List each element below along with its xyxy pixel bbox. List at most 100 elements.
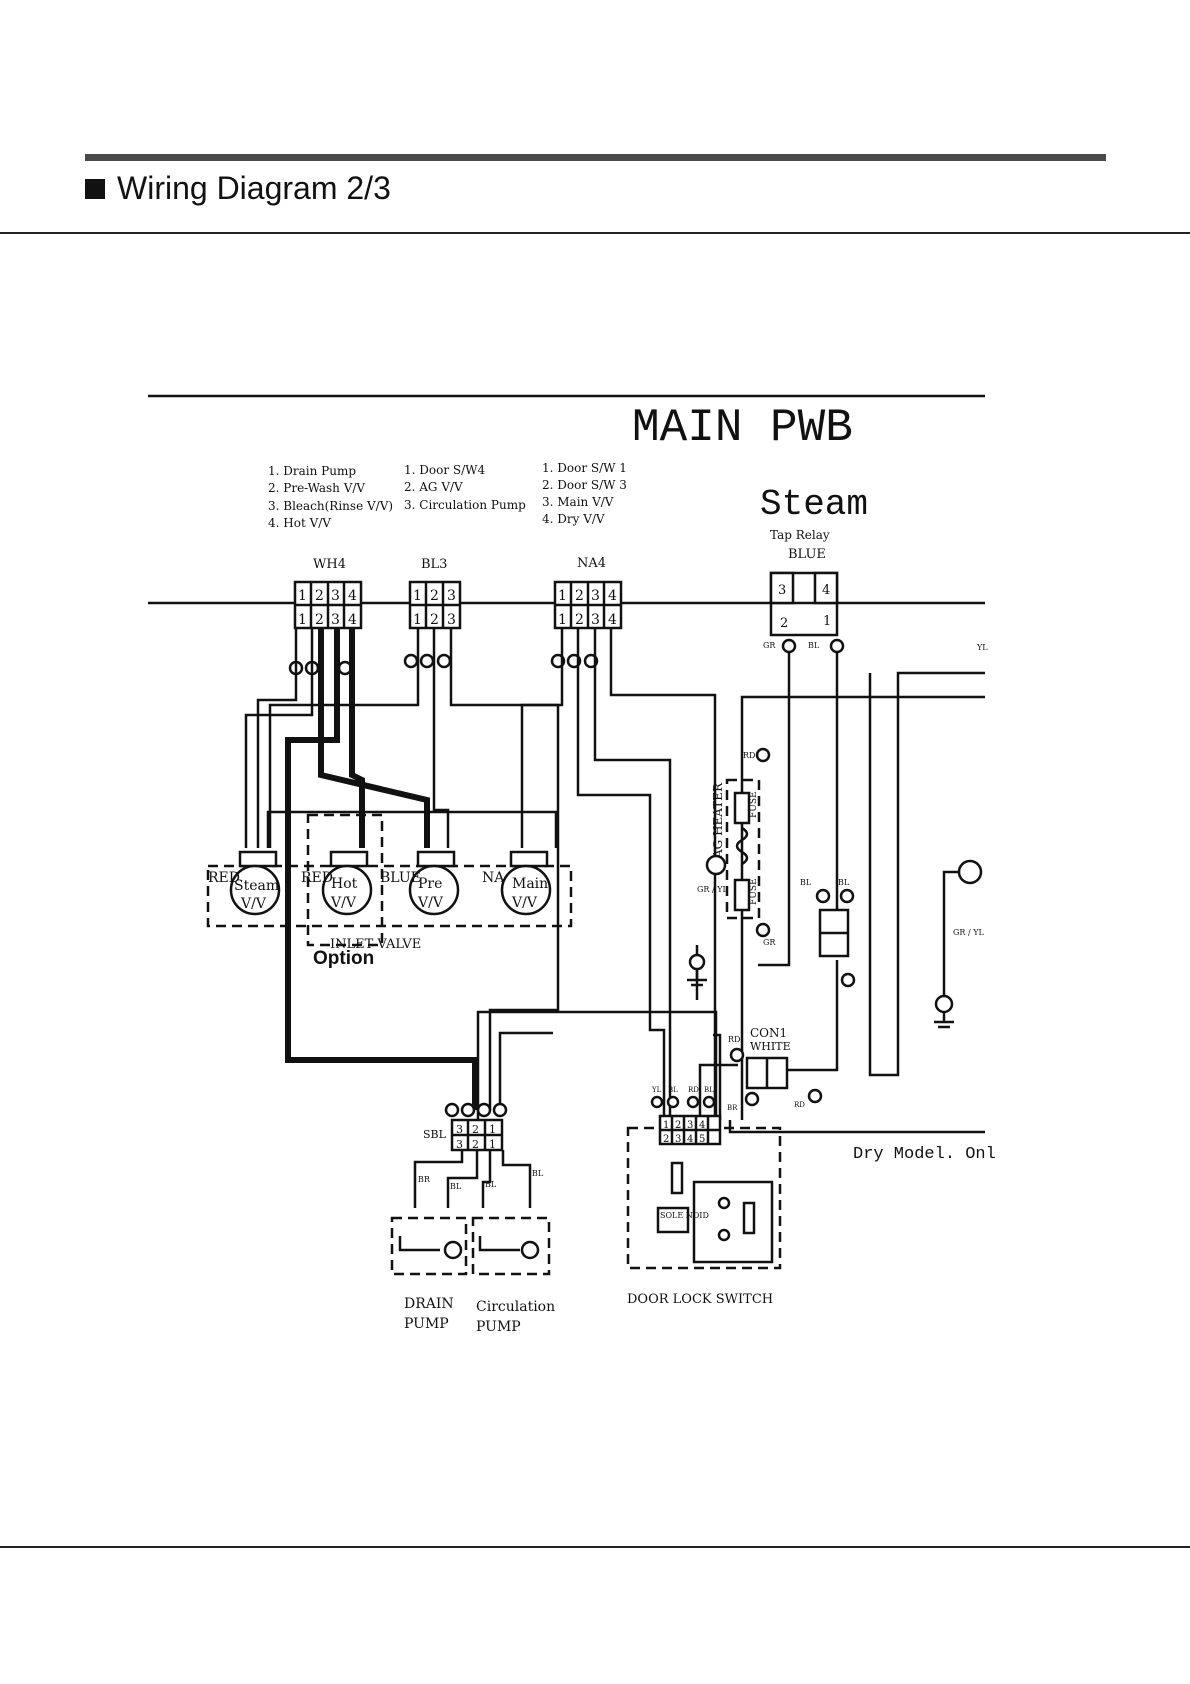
ground-left	[687, 953, 707, 987]
right-wire-gryl: GR / YL	[953, 928, 984, 937]
inlet-valve-box	[206, 864, 573, 928]
wh4-notes: 1. Drain Pump 2. Pre-Wash V/V 3. Bleach(…	[268, 464, 393, 530]
na4-pin-3: 3	[591, 588, 600, 604]
header-rule	[85, 154, 1106, 161]
pre-valve-color: BLUE	[380, 870, 421, 886]
circulation-pump: Circulation PUMP BL BL	[471, 1169, 555, 1335]
main-valve-vv: V/V	[511, 895, 538, 911]
main-valve-color: NA	[482, 870, 505, 886]
wh4-pin-3b: 3	[331, 612, 340, 628]
door-pin-top-1: 1	[663, 1120, 669, 1131]
main-valve-name: Main	[512, 876, 548, 892]
door-wire-rd-2: RD	[794, 1101, 805, 1109]
frame-bottom-line	[0, 1546, 1190, 1548]
relay-pin-1: 1	[823, 614, 831, 629]
wires	[244, 628, 985, 1208]
hot-valve-color: RED	[301, 870, 333, 886]
heater-wire-rd: RD	[743, 751, 755, 760]
option-label: Option	[313, 948, 374, 969]
na4-pin-1b: 1	[558, 612, 567, 628]
na4-note-1: 1. Door S/W 1	[542, 461, 627, 475]
door-pin-bottom-5: 5	[699, 1134, 705, 1145]
hot-valve: RED Hot V/V	[301, 850, 373, 916]
na4-note-2: 2. Door S/W 3	[542, 478, 627, 492]
option-box	[306, 813, 384, 947]
bl3-note-2: 2. AG V/V	[404, 480, 463, 494]
door-lock-switch-label: DOOR LOCK SWITCH	[627, 1292, 773, 1307]
circulation-pump-line1: Circulation	[476, 1299, 555, 1315]
steam-valve: RED Steam V/V	[208, 850, 281, 916]
bl3-note-1: 1. Door S/W4	[404, 463, 485, 477]
wh4-pin-3: 3	[331, 588, 340, 604]
wh4-pin-4b: 4	[348, 612, 357, 628]
na4-pin-4b: 4	[608, 612, 617, 628]
sbl-pin-3b: 3	[456, 1138, 463, 1151]
wh4-note-4: 4. Hot V/V	[268, 516, 331, 530]
sbl-pin-1b: 1	[489, 1138, 496, 1151]
na4-notes: 1. Door S/W 1 2. Door S/W 3 3. Main V/V …	[542, 461, 627, 526]
sbl-pin-2b: 2	[472, 1138, 479, 1151]
bl3-pin-3: 3	[447, 588, 456, 604]
bl3-pin-3b: 3	[447, 612, 456, 628]
fuse-label-bottom: FUSE	[749, 878, 759, 905]
na4-pin-2: 2	[575, 588, 584, 604]
steam-valve-name: Steam	[234, 878, 279, 894]
solenoid-label: SOLE NOID	[660, 1211, 709, 1220]
circ-wire-bl: BL	[485, 1180, 497, 1189]
wh4-pin-4: 4	[348, 588, 357, 604]
bl3-pin-1b: 1	[413, 612, 422, 628]
wh4-pin-1b: 1	[298, 612, 307, 628]
na4-pin-4: 4	[608, 588, 617, 604]
bl3-note-3: 3. Circulation Pump	[404, 498, 526, 512]
relay-wire-bl: BL	[808, 641, 820, 650]
pre-valve: BLUE Pre V/V	[380, 850, 460, 916]
sbl-label: SBL	[423, 1128, 447, 1141]
hot-valve-vv: V/V	[330, 895, 357, 911]
wh4-note-3: 3. Bleach(Rinse V/V)	[268, 499, 393, 513]
na4-note-4: 4. Dry V/V	[542, 512, 605, 526]
drain-pump-line2: PUMP	[404, 1316, 449, 1332]
frame-top-line	[0, 232, 1190, 234]
door-pin-top-3: 3	[687, 1120, 693, 1131]
inlet-valve-label: INLET VALVE	[330, 937, 421, 952]
drain-pump-line1: DRAIN	[404, 1296, 454, 1312]
tap-relay-color: BLUE	[788, 547, 826, 562]
relay-wire-gr: GR	[763, 641, 776, 650]
bl3-pin-1: 1	[413, 588, 422, 604]
bl3-pin-2: 2	[430, 588, 439, 604]
pre-valve-name: Pre	[418, 876, 442, 892]
circ-wire-bl-2: BL	[532, 1169, 544, 1178]
dry-model-note: Dry Model. Onl	[853, 1145, 996, 1164]
door-wire-br: BR	[727, 1104, 738, 1112]
square-bullet-icon	[85, 178, 105, 199]
circulation-pump-line2: PUMP	[476, 1319, 521, 1335]
door-pin-top-4: 4	[699, 1120, 705, 1131]
steam-valve-vv: V/V	[240, 896, 267, 912]
relay-wire-bl-2: BL	[838, 878, 850, 887]
heater-wire-gr: GR	[763, 938, 776, 947]
door-pin-top-2: 2	[675, 1120, 681, 1131]
ag-heater-label: AG HEATER	[711, 782, 725, 859]
na4-pin-2b: 2	[575, 612, 584, 628]
page-title: Wiring Diagram 2/3	[117, 170, 391, 206]
door-wire-bl-2: BL	[704, 1086, 714, 1094]
wh4-note-1: 1. Drain Pump	[268, 464, 356, 478]
door-lock-switch: 1 2 3 4 2 3 4 5 SOLE NOID DOOR LOCK SWIT…	[626, 1086, 805, 1307]
wh4-pin-2: 2	[315, 588, 324, 604]
steam-title: Steam	[760, 484, 868, 525]
pre-valve-vv: V/V	[417, 895, 444, 911]
hot-valve-name: Hot	[331, 876, 358, 892]
sbl-pin-3: 3	[456, 1123, 463, 1136]
section-heading: Wiring Diagram 2/3	[85, 170, 391, 207]
na4-pin-3b: 3	[591, 612, 600, 628]
wh4-label: WH4	[313, 557, 346, 572]
wh4-note-2: 2. Pre-Wash V/V	[268, 481, 365, 495]
main-pwb-title: MAIN PWB	[632, 402, 853, 454]
drain-wire-br: BR	[418, 1175, 431, 1184]
page-header: Wiring Diagram 2/3	[0, 0, 1190, 240]
door-pin-bottom-2: 2	[663, 1134, 669, 1145]
door-wire-yl: YL	[651, 1086, 662, 1094]
steam-valve-color: RED	[208, 870, 240, 886]
bl3-label: BL3	[421, 557, 447, 572]
